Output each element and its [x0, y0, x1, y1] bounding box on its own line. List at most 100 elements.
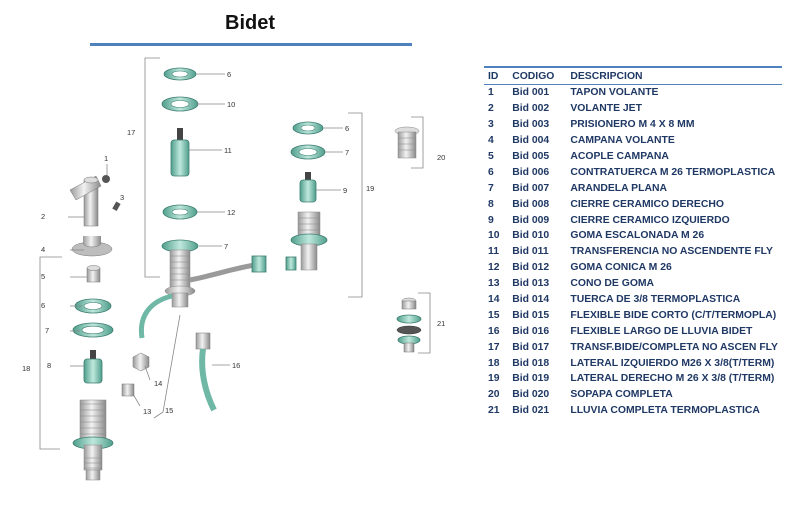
- part-3-prisionero: [112, 201, 121, 211]
- cell-codigo: Bid 021: [512, 405, 550, 417]
- part-20-sopapa: [394, 126, 420, 159]
- cell-descripcion: ACOPLE CAMPANA: [570, 151, 669, 162]
- table-row: 2 Bid 002 VOLANTE JET: [484, 101, 782, 117]
- cell-codigo: Bid 005: [512, 151, 550, 162]
- cell-codigo: Bid 015: [512, 309, 550, 321]
- cell-id: 1: [488, 87, 494, 99]
- cell-id: 5: [488, 151, 494, 162]
- part-2-volante: [69, 175, 102, 227]
- callout-7-left: 7: [45, 326, 49, 335]
- cell-codigo: Bid 003: [512, 119, 550, 131]
- cell-descripcion: GOMA CONICA M 26: [570, 262, 672, 274]
- cell-descripcion: TUERCA DE 3/8 TERMOPLASTICA: [570, 294, 741, 306]
- callout-2: 2: [41, 212, 45, 221]
- callout-15: 15: [165, 406, 173, 415]
- callout-9: 9: [343, 186, 347, 195]
- cell-descripcion: CAMPANA VOLANTE: [570, 135, 675, 147]
- table-header-row: ID CODIGO DESCRIPCION: [484, 66, 782, 85]
- cell-descripcion: VOLANTE JET: [570, 103, 642, 115]
- callout-13: 13: [143, 407, 151, 416]
- page-title: Bidet: [225, 12, 275, 34]
- callout-1: 1: [104, 154, 108, 163]
- cell-id: 21: [488, 405, 500, 417]
- table-row: 6 Bid 006 CONTRATUERCA M 26 TERMOPLASTICA: [484, 164, 782, 180]
- cell-codigo: Bid 009: [512, 214, 550, 226]
- callout-3: 3: [120, 193, 124, 202]
- cell-codigo: Bid 001: [512, 87, 550, 99]
- cell-id: 16: [488, 325, 500, 337]
- cell-codigo: Bid 012: [512, 262, 550, 274]
- part-8-cierre-ceramico: [83, 350, 103, 384]
- cell-descripcion: TRANSFERENCIA NO ASCENDENTE FLY: [570, 246, 773, 258]
- callout-8: 8: [47, 361, 51, 370]
- cell-descripcion: CIERRE CERAMICO DERECHO: [570, 198, 724, 210]
- part-21-lluvia: [396, 297, 422, 353]
- part-14-tuerca: [132, 352, 150, 372]
- callout-14: 14: [154, 379, 162, 388]
- cell-id: 20: [488, 389, 500, 401]
- part-12-goma-conica: [162, 204, 198, 220]
- cell-id: 10: [488, 230, 500, 242]
- cell-id: 9: [488, 214, 494, 226]
- callout-21: 21: [437, 319, 445, 328]
- part-5-acople: [86, 265, 101, 283]
- part-16-flexible-largo: [195, 332, 217, 412]
- cell-id: 4: [488, 135, 494, 147]
- part-13-cono: [121, 383, 135, 397]
- cell-id: 17: [488, 341, 500, 353]
- cell-id: 15: [488, 309, 500, 321]
- cell-descripcion: CIERRE CERAMICO IZQUIERDO: [570, 214, 730, 226]
- cell-codigo: Bid 017: [512, 341, 550, 353]
- callout-6-mid: 6: [227, 70, 231, 79]
- part-18-body: [72, 399, 114, 481]
- part-15-flexible-corto: [138, 293, 173, 339]
- cell-codigo: Bid 013: [512, 278, 550, 290]
- cell-descripcion: FLEXIBLE LARGO DE LLUVIA BIDET: [570, 325, 753, 337]
- part-6-contratuerca-mid: [163, 67, 197, 81]
- cell-descripcion: CONO DE GOMA: [570, 278, 655, 290]
- cell-id: 2: [488, 103, 494, 115]
- cell-id: 11: [488, 246, 499, 258]
- cell-descripcion: LATERAL IZQUIERDO M26 X 3/8(T/TERM): [570, 357, 775, 369]
- callout-10: 10: [227, 100, 235, 109]
- part-4-campana: [71, 236, 113, 257]
- cell-id: 6: [488, 166, 494, 178]
- table-row: 5 Bid 005 ACOPLE CAMPANA: [484, 149, 782, 165]
- callout-12: 12: [227, 208, 235, 217]
- cell-id: 18: [488, 357, 500, 369]
- cell-codigo: Bid 006: [512, 166, 550, 178]
- cell-codigo: Bid 014: [512, 294, 550, 306]
- callout-4: 4: [41, 245, 45, 254]
- cell-codigo: Bid 016: [512, 325, 550, 337]
- part-7-arandela: [72, 322, 114, 338]
- cell-codigo: Bid 010: [512, 230, 550, 242]
- callout-18: 18: [22, 364, 30, 373]
- cell-descripcion: LATERAL DERECHO M 26 X 3/8 (T/TERM): [570, 373, 775, 385]
- cell-codigo: Bid 011: [512, 246, 549, 258]
- part-17-transferencia-completa: [121, 67, 267, 412]
- callout-11: 11: [224, 146, 232, 155]
- callout-7-mid: 7: [224, 242, 228, 251]
- table-row: 17 Bid 017 TRANSF.BIDE/COMPLETA NO ASCEN F…: [484, 339, 782, 355]
- cell-descripcion: SOPAPA COMPLETA: [570, 389, 673, 401]
- header-descripcion: DESCRIPCION: [566, 66, 782, 85]
- cell-codigo: Bid 008: [512, 198, 550, 210]
- cell-codigo: Bid 002: [512, 103, 550, 115]
- cell-codigo: Bid 004: [512, 135, 550, 147]
- cell-id: 19: [488, 373, 500, 385]
- cell-descripcion: CONTRATUERCA M 26 TERMOPLASTICA: [570, 166, 776, 178]
- part-19-lateral-derecho: [285, 121, 328, 271]
- cell-descripcion: TRANSF.BIDE/COMPLETA NO ASCEN FLY: [570, 341, 778, 353]
- cell-id: 3: [488, 119, 494, 131]
- callout-5: 5: [41, 272, 45, 281]
- callout-19: 19: [366, 184, 374, 193]
